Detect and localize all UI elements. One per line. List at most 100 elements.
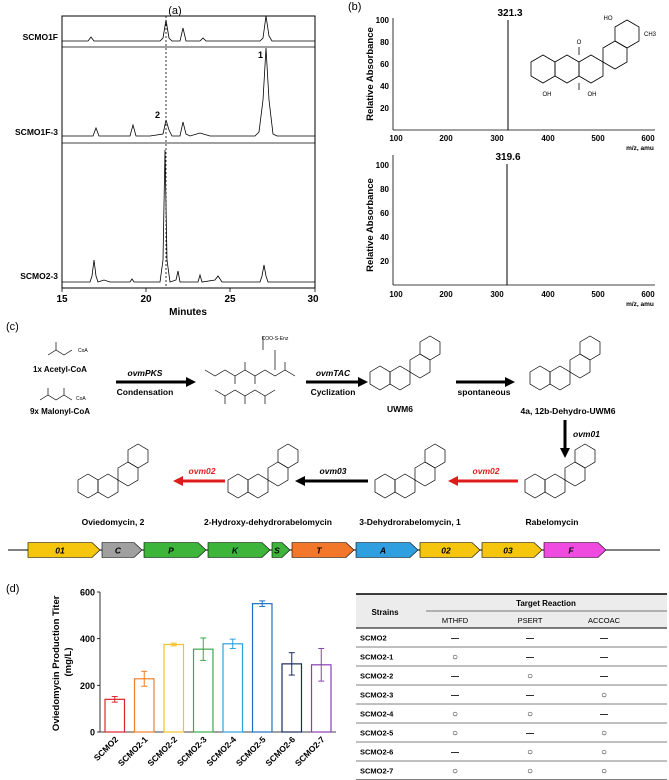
x-tick-label: 200 <box>439 290 453 299</box>
y-axis-title-line2: (mg/L) <box>63 647 74 676</box>
table-row-strain: SCMO2-1 <box>360 653 393 662</box>
table-cell: — <box>526 729 534 738</box>
gene-arrow <box>355 542 419 558</box>
y-tick-label: 20 <box>380 257 389 266</box>
y-axis-title: Relative Absorbance <box>365 27 376 121</box>
table-body: SCMO2 — — — SCMO2-1 ○ — — SCMO2-2 — ○ — SCMO2-3 — — ○ SC… <box>356 634 667 780</box>
gene-arrow <box>101 542 143 558</box>
table-cell: — <box>600 710 608 719</box>
bar <box>104 698 126 733</box>
structure-acetyl-coa <box>47 342 73 356</box>
panel-label-d: (d) <box>6 583 19 595</box>
y-tick-label: 60 <box>380 60 389 69</box>
table-cell: — <box>526 691 534 700</box>
x-tick-label: SCMO2-3 <box>175 734 209 768</box>
enzyme-label: ovm02 <box>473 466 500 476</box>
y-tick-label: 80 <box>380 38 389 47</box>
x-tick-label: SCMO2-5 <box>234 734 268 768</box>
table-col-header: MTHFD <box>442 616 469 625</box>
table-cell: ○ <box>601 728 607 739</box>
table-row-strain: SCMO2-3 <box>360 691 393 700</box>
peak-label-1: 1 <box>258 50 263 60</box>
arrow-head <box>295 476 305 486</box>
gene-label: S <box>274 546 280 556</box>
bar <box>192 648 214 733</box>
table-row-strain: SCMO2 <box>360 634 387 643</box>
table-cell: — <box>526 653 534 662</box>
trace-scmo2-3 <box>62 149 315 283</box>
ms-peak-label: 321.3 <box>497 8 522 19</box>
chromatogram-panel: SCMO1F SCMO1F-3 SCMO2-3 1 2 15 20 25 30 … <box>15 15 319 318</box>
table-row-strain: SCMO2-4 <box>360 710 394 719</box>
x-tick-label: 100 <box>389 290 403 299</box>
table-cell: — <box>451 748 459 757</box>
y-axis-title-line1: Oviedomycin Production Titer <box>51 595 62 731</box>
table-cell: — <box>526 634 534 643</box>
gene-label: 01 <box>55 546 65 556</box>
structure-malonyl-coa <box>39 388 73 401</box>
gene-label: A <box>379 546 386 556</box>
trace-scmo1f-3 <box>62 47 315 137</box>
table-cell: — <box>451 691 459 700</box>
table-cell: — <box>600 653 608 662</box>
structure-oviedomycin <box>77 443 149 499</box>
chromatogram-frame <box>61 15 316 289</box>
gene-label: T <box>316 546 322 556</box>
mass-spectrum-bottom: 319.6 Relative Absorbance 20 40 60 80 10… <box>365 152 655 308</box>
compound-label: Oviedomycin, 2 <box>82 517 145 527</box>
x-tick-label: 15 <box>56 294 68 305</box>
structure-3-dehydrorabelomycin <box>374 443 446 499</box>
table-row-strain: SCMO2-5 <box>360 729 393 738</box>
y-tick-label: 0 <box>90 728 95 738</box>
arrow-head <box>358 377 368 387</box>
structure-uwm6 <box>369 335 441 391</box>
target-reaction-table: Strains Target Reaction MTHFD PSERT ACCO… <box>356 593 667 780</box>
compound-label: 2-Hydroxy-dehydrorabelomycin <box>204 517 332 527</box>
x-tick-label: 500 <box>591 290 605 299</box>
structure-dehydro-uwm6 <box>529 335 601 391</box>
x-tick-label: SCMO2-6 <box>263 734 297 768</box>
trace-label: SCMO2-3 <box>20 271 58 281</box>
x-tick-label: SCMO2 <box>92 734 121 763</box>
panel-label-c: (c) <box>6 321 19 333</box>
struct-atom-label: HO <box>604 16 613 22</box>
table-row-strain: SCMO2-6 <box>360 748 393 757</box>
gene-label: 03 <box>503 546 513 556</box>
trace-label: SCMO1F <box>23 32 58 42</box>
x-tick-label: 600 <box>641 290 655 299</box>
enzyme-label: ovmTAC <box>316 368 351 378</box>
table-cell: — <box>600 672 608 681</box>
struct-atom-label: CoA <box>78 348 88 354</box>
y-axis-title: Oviedomycin Production Titer (mg/L) <box>51 593 74 731</box>
x-tick-label: 30 <box>307 294 319 305</box>
gene-arrow <box>271 542 291 558</box>
compound-label: 4a, 12b-Dehydro-UWM6 <box>521 406 616 416</box>
x-tick-label: 25 <box>224 294 236 305</box>
gene-arrow <box>291 542 355 558</box>
table-header-strains: Strains <box>371 608 399 617</box>
bar <box>163 643 185 733</box>
table-col-header: PSERT <box>518 616 543 625</box>
arrow-head <box>560 448 570 458</box>
gene-arrow <box>543 542 607 558</box>
table-cell: ○ <box>601 690 607 701</box>
x-axis-title: m/z, amu <box>626 301 654 308</box>
ms-peak-label: 319.6 <box>495 152 520 163</box>
x-tick-label: 400 <box>541 134 555 143</box>
arrow-head <box>505 377 515 387</box>
arrow-head <box>448 476 458 486</box>
x-tick-label: 100 <box>389 134 403 143</box>
y-tick-label: 600 <box>80 588 95 598</box>
x-tick-label: SCMO2-4 <box>204 734 238 768</box>
table-col-header: ACCOAC <box>588 616 621 625</box>
gene-arrow <box>419 542 481 558</box>
x-tick-label: SCMO2-7 <box>293 734 327 768</box>
panel-label-a: (a) <box>168 5 181 17</box>
table-row-strain: SCMO2-2 <box>360 672 393 681</box>
x-tick-label: SCMO2-2 <box>145 734 179 768</box>
y-tick-label: 20 <box>380 104 389 113</box>
table-cell: ○ <box>527 747 533 758</box>
x-tick-label: 400 <box>541 290 555 299</box>
titer-bar-chart: Oviedomycin Production Titer (mg/L) 0200… <box>51 588 336 768</box>
gene-label: K <box>232 546 239 556</box>
